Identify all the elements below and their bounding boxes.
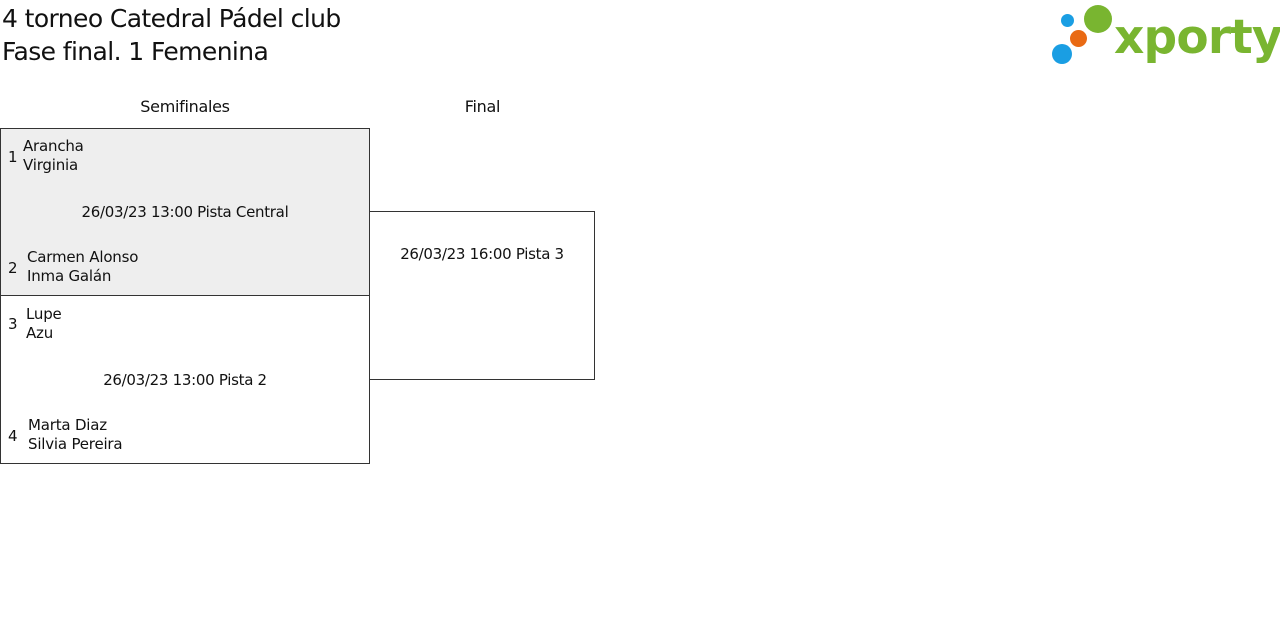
- semifinal-match-2[interactable]: 3 Lupe Azu 26/03/23 13:00 Pista 2 4 Mart…: [0, 295, 370, 464]
- logo-dot-blue-large-icon: [1052, 44, 1072, 64]
- logo-wordmark: xporty: [1114, 10, 1280, 65]
- player-name: Carmen Alonso: [27, 248, 139, 266]
- logo-dot-blue-small-icon: [1061, 14, 1074, 27]
- logo-dot-green-icon: [1084, 5, 1112, 33]
- logo-dot-orange-icon: [1070, 30, 1087, 47]
- match-schedule: 26/03/23 16:00 Pista 3: [400, 245, 564, 263]
- semifinal-match-1[interactable]: 1 Arancha Virginia 26/03/23 13:00 Pista …: [0, 128, 370, 296]
- team-top: Arancha Virginia: [23, 137, 84, 175]
- seed-number: 2: [8, 259, 18, 277]
- player-name: Inma Galán: [27, 267, 112, 285]
- tournament-name: 4 torneo Catedral Pádel club: [2, 4, 341, 33]
- seed-number: 4: [8, 427, 18, 445]
- page-title: 4 torneo Catedral Pádel club Fase final.…: [2, 2, 341, 68]
- team-bottom: Carmen Alonso Inma Galán: [27, 248, 138, 286]
- player-name: Virginia: [23, 156, 78, 174]
- player-name: Marta Diaz: [28, 416, 107, 434]
- seed-number: 1: [8, 148, 18, 166]
- team-top: Lupe Azu: [26, 305, 62, 343]
- player-name: Arancha: [23, 137, 84, 155]
- seed-number: 3: [8, 315, 18, 333]
- player-name: Silvia Pereira: [28, 435, 123, 453]
- match-schedule: 26/03/23 13:00 Pista Central: [81, 203, 289, 221]
- phase-name: Fase final. 1 Femenina: [2, 37, 269, 66]
- round-header-semifinals: Semifinales: [140, 97, 230, 116]
- match-schedule: 26/03/23 13:00 Pista 2: [103, 371, 267, 389]
- player-name: Azu: [26, 324, 54, 342]
- player-name: Lupe: [26, 305, 62, 323]
- final-match[interactable]: 26/03/23 16:00 Pista 3: [369, 211, 595, 380]
- team-bottom: Marta Diaz Silvia Pereira: [28, 416, 123, 454]
- xporty-logo: xporty: [1050, 2, 1280, 68]
- round-header-final: Final: [464, 97, 501, 116]
